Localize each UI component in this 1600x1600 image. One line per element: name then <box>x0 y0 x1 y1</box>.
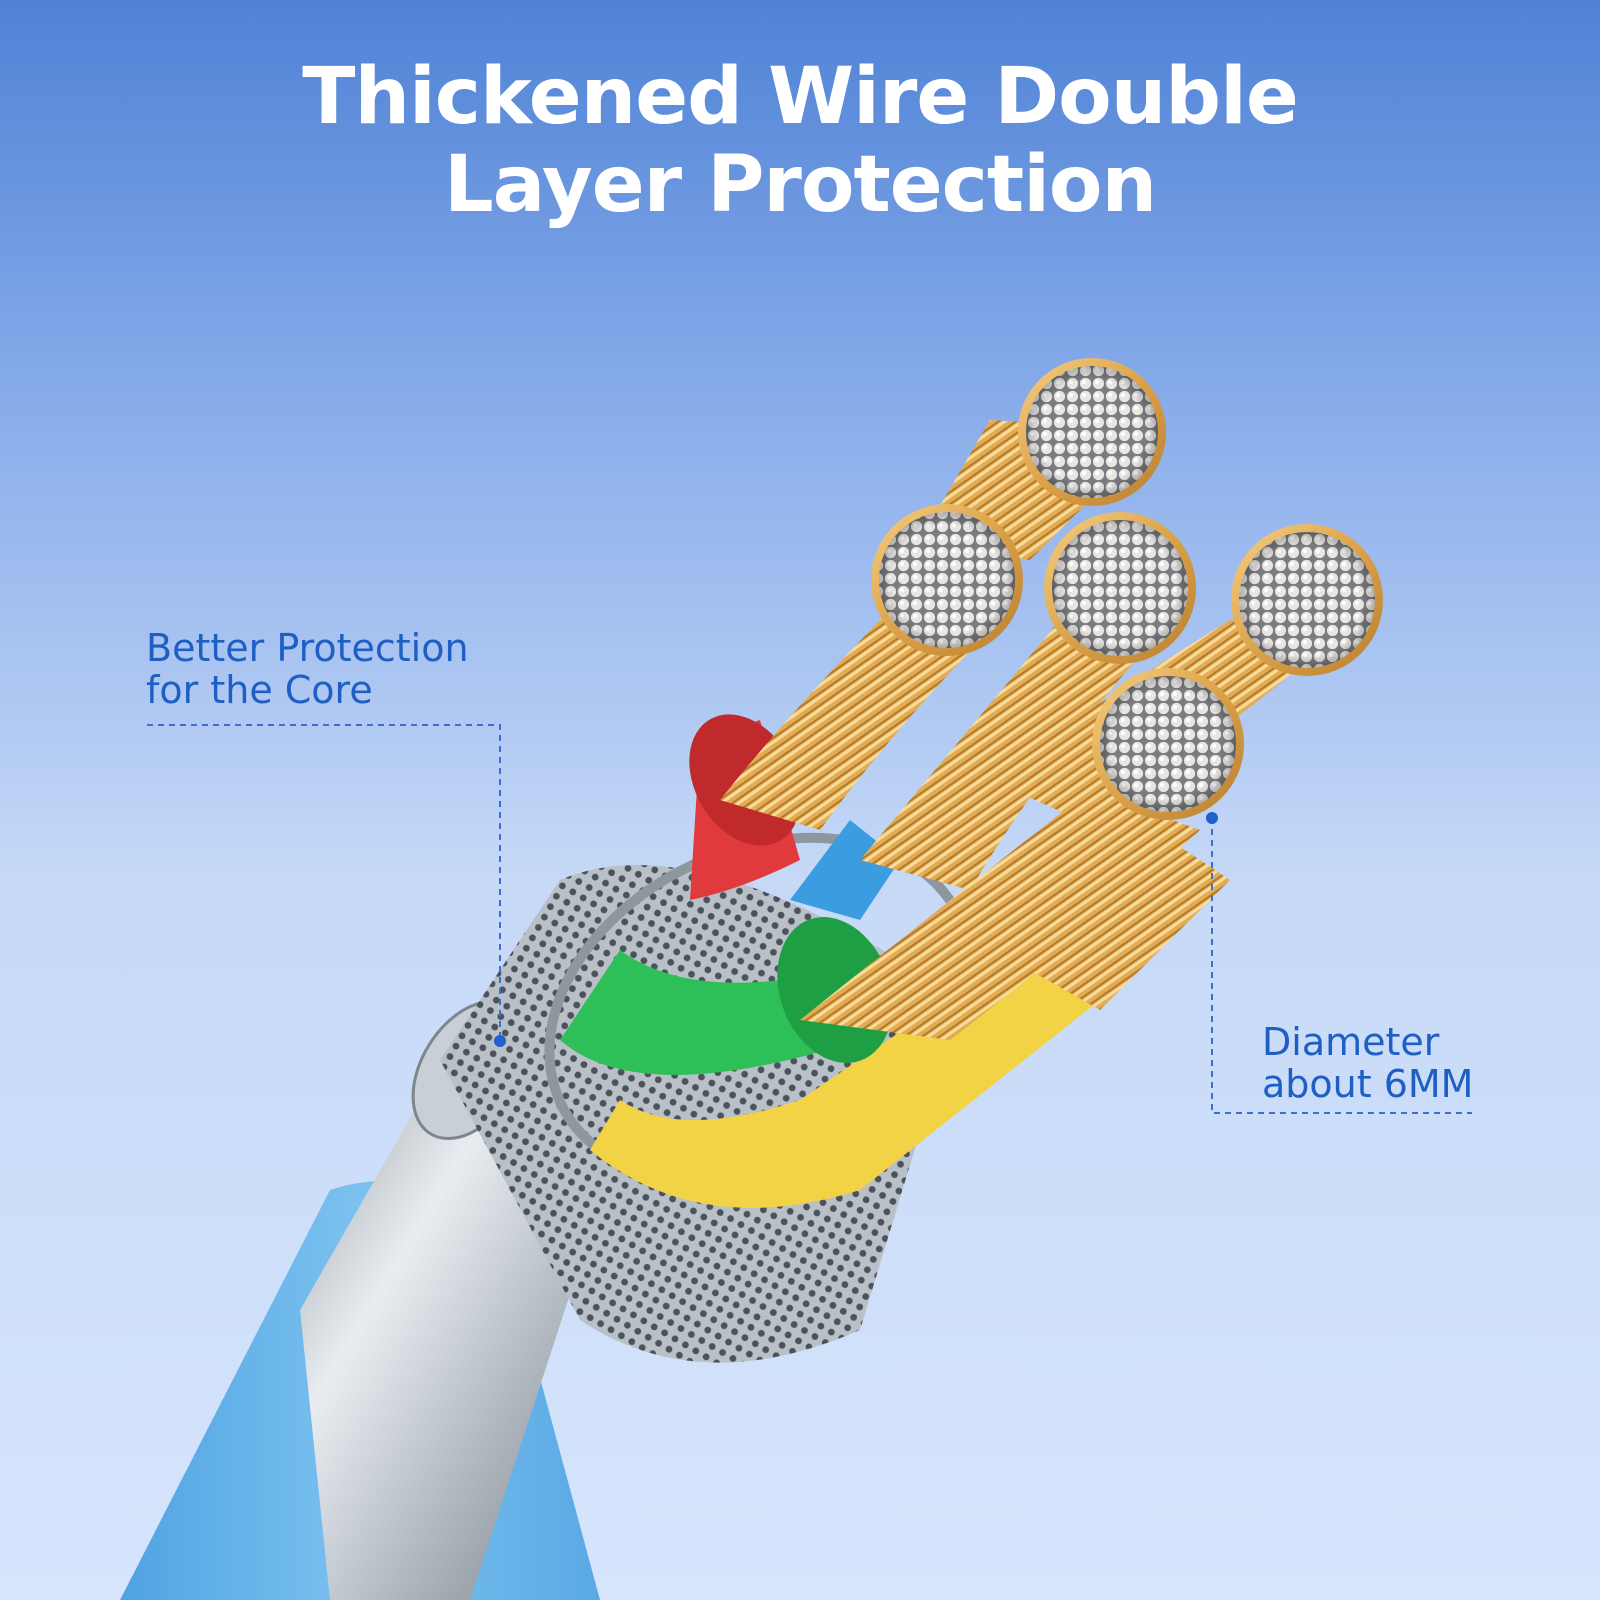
callout-diameter: Diameter about 6MM <box>1262 1020 1474 1106</box>
callout-diameter-line-2: about 6MM <box>1262 1061 1474 1106</box>
headline-line-1: Thickened Wire Double <box>302 52 1298 142</box>
callout-diameter-line-1: Diameter <box>1262 1020 1440 1064</box>
callout-left-dot <box>494 1035 506 1047</box>
callout-core-protection-line-1: Better Protection <box>146 626 469 670</box>
callout-right-dot <box>1206 812 1218 824</box>
headline-line-2: Layer Protection <box>443 140 1157 230</box>
callout-core-protection-line-2: for the Core <box>146 667 373 712</box>
callout-core-protection: Better Protection for the Core <box>146 626 469 712</box>
callout-left-leader <box>147 724 501 1040</box>
